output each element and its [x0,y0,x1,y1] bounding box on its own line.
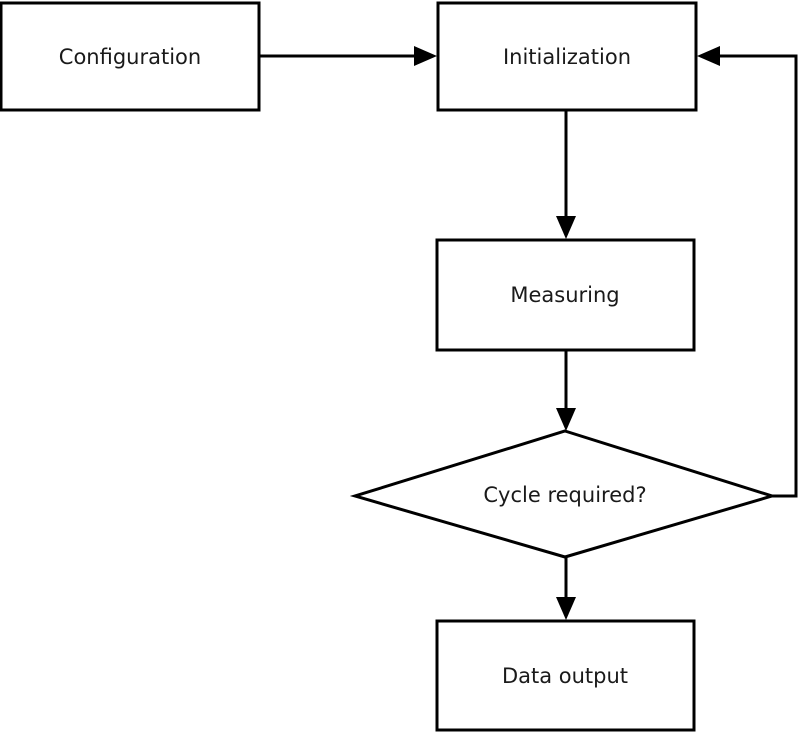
node-configuration[interactable]: Configuration [0,1,261,112]
node-shape-rectangle [435,238,696,352]
node-shape-rectangle [436,1,698,112]
node-cycle-required[interactable]: Cycle required? [349,429,778,559]
edge-cycle-required-to-data-output [556,557,576,620]
edge-measuring-to-cycle-required [556,350,576,431]
edge-initialization-to-measuring [556,110,576,239]
node-shape-rectangle [0,1,261,112]
edge-configuration-to-initialization [259,46,437,66]
node-label: Cycle required? [483,483,646,507]
node-initialization[interactable]: Initialization [436,1,698,112]
node-label: Data output [502,664,628,688]
node-label: Measuring [510,283,619,307]
arrow-head-icon [697,46,720,66]
node-measuring[interactable]: Measuring [435,238,696,352]
node-label: Initialization [503,45,631,69]
edge-line [710,54,798,498]
node-data-output[interactable]: Data output [435,619,696,732]
node-shape-rectangle [435,619,696,732]
node-label: Configuration [59,45,201,69]
arrow-head-icon [556,597,576,620]
node-shape-diamond [349,429,778,559]
edge-cycle-required-to-initialization-loop [697,46,798,498]
arrow-head-icon [414,46,437,66]
arrow-head-icon [556,408,576,431]
arrow-head-icon [556,216,576,239]
